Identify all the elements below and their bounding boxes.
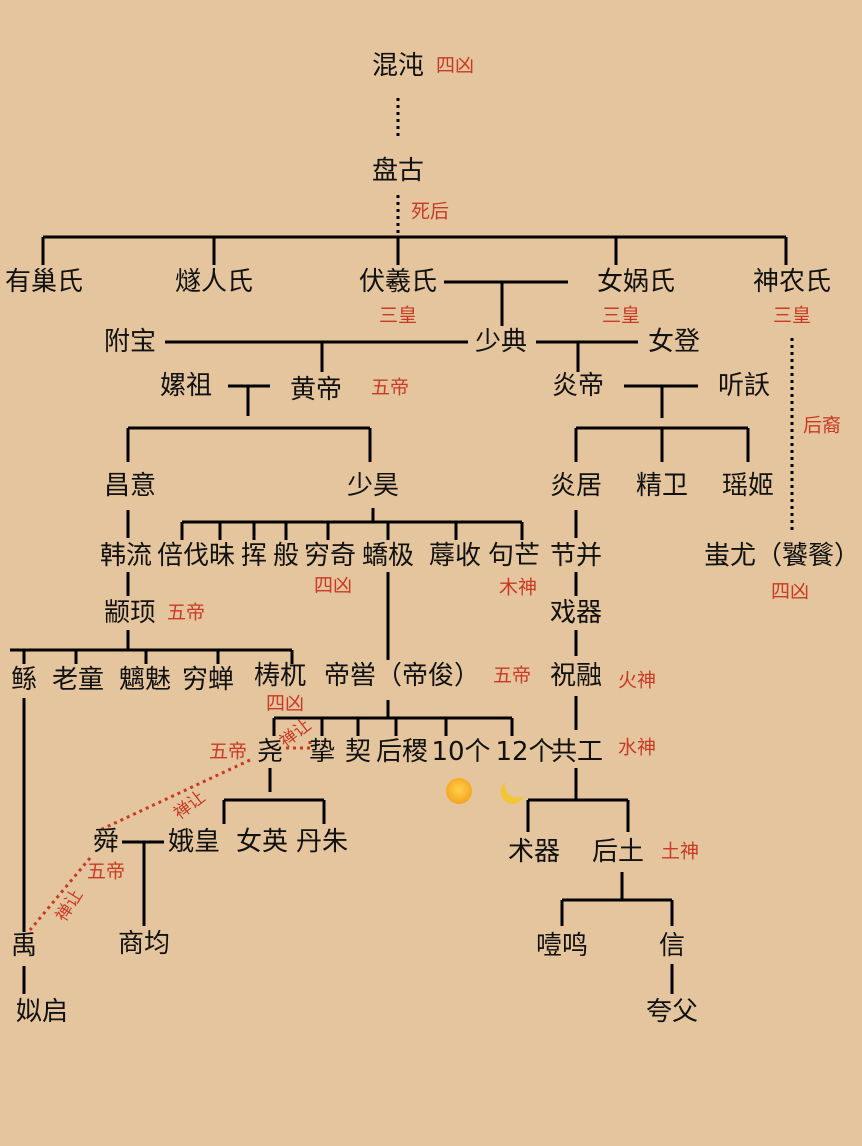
node-yanju: 炎居 (549, 471, 603, 501)
node-jiaoji: 蟜极 (361, 541, 415, 571)
node-shaodian: 少典 (474, 327, 528, 357)
node-zhi: 挚 (308, 737, 336, 767)
node-chimei: 魑魅 (118, 665, 172, 695)
tag-huoshen: 火神 (617, 669, 657, 692)
node-changyi: 昌意 (103, 471, 157, 501)
node-fubao: 附宝 (103, 327, 157, 357)
tag-sanhuang-shennong: 三皇 (772, 304, 812, 327)
node-pangu: 盘古 (371, 156, 425, 186)
tag-sanhuang-nuwa: 三皇 (601, 304, 641, 327)
node-shuqi: 术器 (507, 837, 561, 867)
tag-tushen: 土神 (660, 840, 700, 863)
node-yao: 尧 (256, 737, 284, 767)
node-laotong: 老童 (51, 665, 105, 695)
tag-wudi-zhuanxu: 五帝 (166, 601, 206, 624)
node-tingyao: 听訞 (717, 371, 771, 401)
node-kuafu: 夸父 (645, 997, 699, 1027)
node-yandi: 炎帝 (551, 371, 605, 401)
node-goumang: 句芒 (487, 541, 541, 571)
node-fuxi: 伏羲氏 (358, 267, 438, 297)
node-siqi: 姒启 (15, 997, 69, 1027)
node-ehuang: 娥皇 (167, 827, 221, 857)
node-rushou: 蓐收 (428, 541, 482, 571)
node-youchao: 有巢氏 (4, 267, 84, 297)
node-leizu: 嫘祖 (159, 371, 213, 401)
node-chiyou: 蚩尤（饕餮） (703, 541, 861, 571)
tag-houyi: 后裔 (802, 414, 842, 437)
tag-wudi-yao: 五帝 (208, 740, 248, 763)
node-gonggong: 共工 (550, 737, 604, 767)
tag-wudi-diku: 五帝 (492, 664, 532, 687)
node-nuwa: 女娲氏 (596, 267, 676, 297)
node-jiebing: 节并 (549, 541, 603, 571)
tag-mushen: 木神 (498, 576, 538, 599)
node-zhurong: 祝融 (549, 661, 603, 691)
node-beifa: 倍伐 (156, 541, 210, 571)
node-diku: 帝喾（帝俊） (323, 661, 481, 691)
node-hanliu: 韩流 (99, 541, 153, 571)
node-mei: 昧 (208, 541, 236, 571)
tag-sixiong-chiyou: 四凶 (770, 580, 810, 603)
node-shun: 舜 (92, 827, 120, 857)
node-yeming: 噎鸣 (535, 931, 589, 961)
node-houji: 后稷 (375, 737, 429, 767)
node-hundun: 混沌 (371, 51, 425, 81)
tag-wudi-huangdi: 五帝 (370, 376, 410, 399)
sun-icon (446, 778, 472, 804)
node-qi: 契 (344, 737, 372, 767)
tag-sixiong-hundun: 四凶 (435, 54, 475, 77)
node-twelve: 12个 (495, 737, 555, 767)
node-ten: 10个 (431, 737, 491, 767)
tag-shuishen: 水神 (617, 736, 657, 759)
node-zhuanxu: 颛顼 (103, 598, 157, 628)
node-houtu: 后土 (591, 837, 645, 867)
node-taowu: 梼杌 (253, 661, 307, 691)
node-qiongqi: 穷奇 (303, 541, 357, 571)
tag-sihou: 死后 (410, 200, 450, 223)
node-nudeng: 女登 (647, 327, 701, 357)
node-hui: 挥 (240, 541, 268, 571)
node-shangjun: 商均 (117, 929, 171, 959)
node-yaoji: 瑶姬 (721, 471, 775, 501)
tag-sanhuang-fuxi: 三皇 (378, 304, 418, 327)
node-yu: 禹 (10, 931, 38, 961)
node-qiongchan: 穷蝉 (181, 665, 235, 695)
tag-wudi-shun: 五帝 (86, 860, 126, 883)
node-nuying: 女英 (235, 827, 289, 857)
node-huangdi: 黄帝 (289, 375, 343, 405)
node-shaohao: 少昊 (346, 471, 400, 501)
node-xin: 信 (658, 931, 686, 961)
node-xiqi: 戏器 (549, 598, 603, 628)
node-danzhu: 丹朱 (295, 827, 349, 857)
node-gun: 鲧 (10, 665, 38, 695)
node-ban: 般 (272, 541, 300, 571)
tag-sixiong-qiongqi: 四凶 (313, 574, 353, 597)
tag-sixiong-taowu: 四凶 (265, 692, 305, 715)
node-suiren: 燧人氏 (174, 267, 254, 297)
node-shennong: 神农氏 (752, 267, 832, 297)
node-jingwei: 精卫 (635, 471, 689, 501)
